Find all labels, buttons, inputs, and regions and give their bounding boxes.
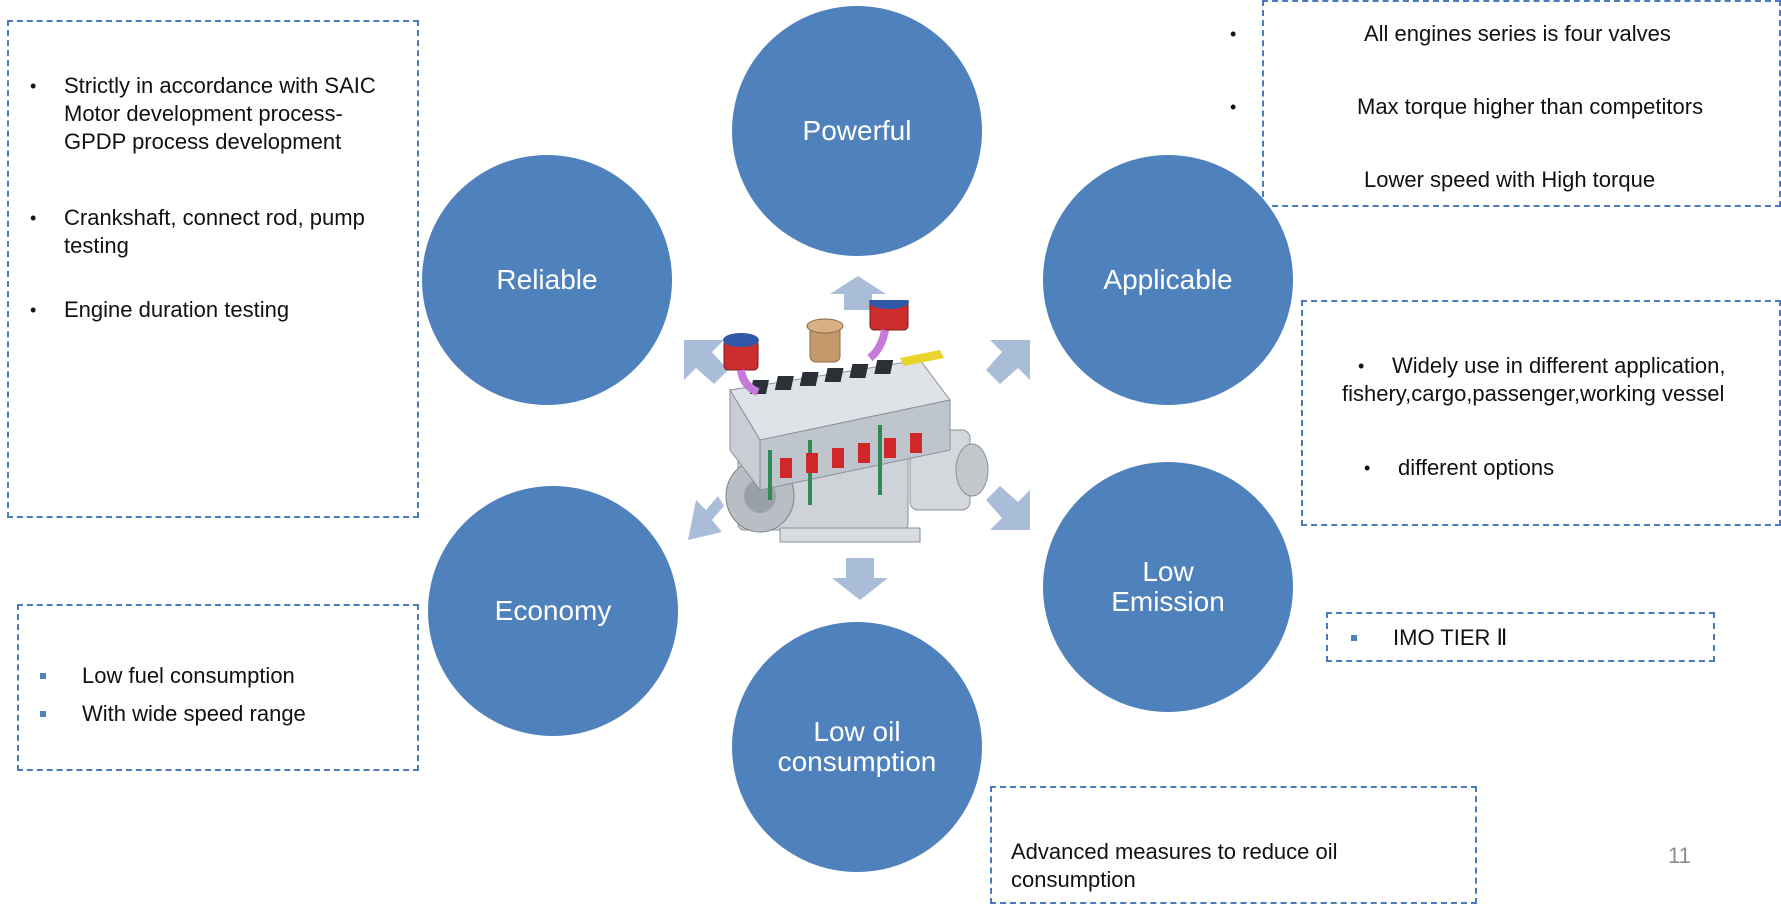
powerful-item-1-text: All engines series is four valves (1364, 21, 1671, 46)
oil-box-text: Advanced measures to reduce oil consumpt… (1011, 839, 1338, 892)
page-number: 11 (1668, 843, 1691, 868)
powerful-box: All engines series is four valves Max to… (1230, 0, 1781, 207)
reliable-circle: Reliable (422, 155, 672, 405)
reliable-item-3: Engine duration testing (30, 296, 404, 324)
emission-item-1: IMO TIER Ⅱ (1351, 624, 1693, 652)
emission-box: IMO TIER Ⅱ (1326, 612, 1715, 662)
low-oil-circle: Low oil consumption (732, 622, 982, 872)
reliable-box: Strictly in accordance with SAIC Motor d… (7, 20, 419, 518)
powerful-item-2: Max torque higher than competitors (1230, 93, 1781, 166)
reliable-item-1: Strictly in accordance with SAIC Motor d… (30, 72, 404, 156)
economy-item-1: Low fuel consumption (40, 662, 412, 690)
powerful-item-3: Lower speed with High torque (1230, 166, 1781, 194)
arrow-down-left-icon (688, 496, 724, 540)
powerful-item-3-text: Lower speed with High torque (1364, 167, 1656, 192)
low-emission-circle: Low Emission (1043, 462, 1293, 712)
applicable-circle: Applicable (1043, 155, 1293, 405)
arrow-up-right-icon (986, 340, 1030, 384)
oil-box: Advanced measures to reduce oil consumpt… (990, 786, 1477, 904)
powerful-circle: Powerful (732, 6, 982, 256)
applicable-box: Widely use in different application, fis… (1301, 300, 1781, 526)
economy-box: Low fuel consumption With wide speed ran… (17, 604, 419, 771)
marine-diesel-engine-icon (723, 300, 989, 543)
powerful-item-2-text: Max torque higher than competitors (1357, 94, 1704, 119)
arrow-up-left-icon (684, 340, 728, 384)
economy-item-2: With wide speed range (40, 700, 412, 728)
powerful-item-1: All engines series is four valves (1230, 20, 1781, 93)
applicable-item-2: different options (1308, 454, 1762, 482)
reliable-item-2: Crankshaft, connect rod, pump testing (30, 204, 404, 260)
economy-circle: Economy (428, 486, 678, 736)
arrow-down-icon (832, 558, 888, 600)
applicable-item-1: Widely use in different application, fis… (1308, 352, 1762, 408)
arrow-down-right-icon (986, 486, 1030, 530)
